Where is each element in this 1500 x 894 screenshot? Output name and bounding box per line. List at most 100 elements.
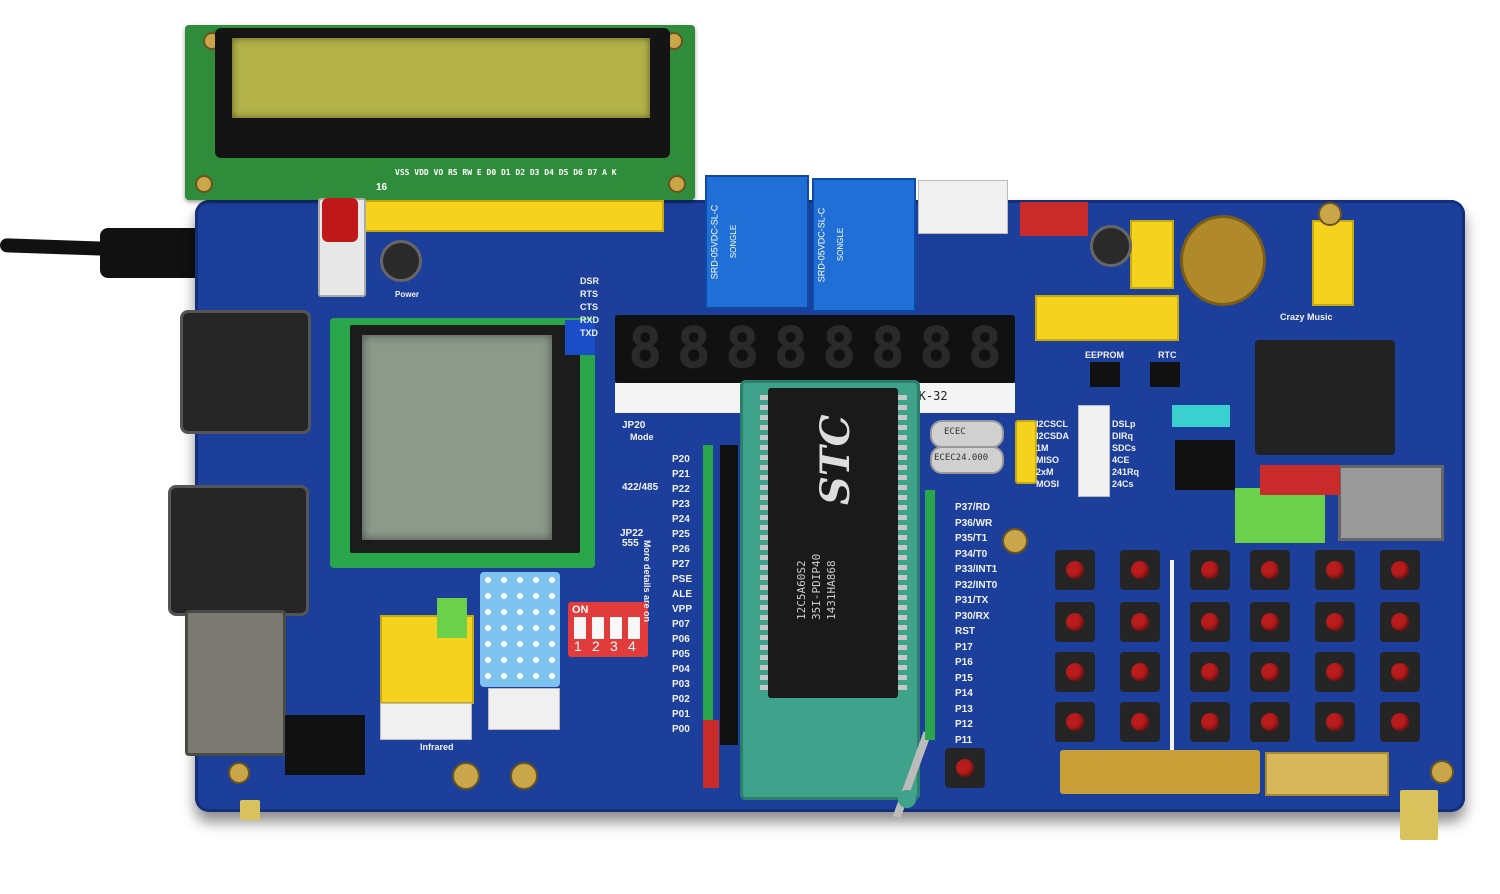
- white-header-block: [380, 703, 472, 740]
- music-label: Crazy Music: [1280, 312, 1333, 322]
- mounting-hole: [1002, 528, 1028, 554]
- matrix-button[interactable]: [1190, 702, 1230, 742]
- dip-toggle[interactable]: [610, 617, 622, 639]
- relay-2-brand: SONGLE: [836, 227, 846, 262]
- spi-label: 24Cs: [1112, 479, 1134, 489]
- matrix-button[interactable]: [1250, 550, 1290, 590]
- power-switch-cap[interactable]: [322, 198, 358, 242]
- qfp-chip: [1175, 440, 1235, 490]
- dip-toggle[interactable]: [592, 617, 604, 639]
- serial-port-db9-top: [180, 310, 311, 434]
- crystal-label: ECEC24.000: [934, 453, 989, 463]
- red-pin-header: [1020, 202, 1088, 236]
- port-label: P14: [955, 688, 973, 699]
- segment-digit: 8: [967, 316, 1002, 381]
- mounting-hole: [1318, 202, 1342, 226]
- port-label: P26: [672, 544, 690, 555]
- spi-labels: DSLp DIRq SDCs 4CE 241Rq 24Cs: [1112, 418, 1139, 490]
- matrix-button[interactable]: [1120, 652, 1160, 692]
- serial-label: RTS: [580, 289, 598, 299]
- reset-button[interactable]: [945, 748, 985, 788]
- rs485-label: 422/485: [622, 482, 659, 493]
- matrix-button[interactable]: [1055, 602, 1095, 642]
- port-labels-right: P37/RD P36/WR P35/T1 P34/T0 P33/INT1 P32…: [955, 500, 997, 764]
- capacitor: [1090, 225, 1132, 267]
- matrix-button[interactable]: [1250, 702, 1290, 742]
- port-label: ALE: [672, 589, 692, 600]
- matrix-button[interactable]: [1120, 602, 1160, 642]
- port-label: P11: [955, 734, 973, 746]
- red-header: [1260, 465, 1340, 495]
- port-label: P15: [955, 672, 973, 684]
- jumper-label: JP20: [622, 420, 646, 431]
- dip-switch[interactable]: ON 1 2 3 4: [568, 602, 648, 657]
- segment-digit: 8: [773, 316, 808, 381]
- port-label: P24: [672, 514, 690, 525]
- dht-temperature-sensor: [480, 572, 560, 687]
- mcu-package: 35I-PDIP40: [810, 553, 823, 620]
- port-label: PSE: [672, 574, 693, 585]
- green-jumper[interactable]: [437, 598, 467, 638]
- port-label: P36/WR: [955, 517, 993, 529]
- dip-number: 4: [628, 638, 636, 654]
- matrix-button[interactable]: [1315, 602, 1355, 642]
- mcu-brand: STC: [812, 414, 859, 506]
- serial-port-db9-bottom: [168, 485, 309, 616]
- yellow-header: [1312, 220, 1354, 306]
- dip-toggle[interactable]: [628, 617, 640, 639]
- matrix-button[interactable]: [1055, 652, 1095, 692]
- segment-digit: 8: [919, 316, 954, 381]
- matrix-button[interactable]: [1190, 652, 1230, 692]
- segment-digit: 8: [870, 316, 905, 381]
- matrix-button[interactable]: [1315, 652, 1355, 692]
- segment-digit: 8: [676, 316, 711, 381]
- matrix-button[interactable]: [1190, 602, 1230, 642]
- port-label: P27: [672, 559, 690, 570]
- port-label: P05: [672, 649, 690, 660]
- mounting-hole: [1430, 760, 1454, 784]
- matrix-button[interactable]: [1380, 702, 1420, 742]
- stc-microcontroller: [768, 388, 898, 698]
- port-label: P34/T0: [955, 548, 988, 560]
- spi-label: 241Rq: [1112, 467, 1140, 477]
- matrix-button[interactable]: [1315, 550, 1355, 590]
- matrix-button[interactable]: [1190, 550, 1230, 590]
- white-connector: [918, 180, 1008, 234]
- port-label: P06: [672, 634, 690, 645]
- board-standoff: [240, 800, 260, 820]
- white-header: [488, 688, 560, 730]
- infrared-receiver: [285, 715, 365, 775]
- matrix-button[interactable]: [1055, 702, 1095, 742]
- yellow-header: [1130, 220, 1174, 289]
- lcd1602-pin-labels: VSS VDD VO RS RW E D0 D1 D2 D3 D4 D5 D6 …: [395, 168, 617, 177]
- port-header-left: [703, 445, 713, 745]
- dip-on-label: ON: [572, 604, 589, 616]
- mounting-hole: [452, 762, 480, 790]
- matrix-button[interactable]: [1250, 652, 1290, 692]
- usb-a-socket: [1338, 465, 1444, 541]
- zif-lever-knob[interactable]: [898, 790, 916, 808]
- port-label: P33/INT1: [955, 564, 998, 575]
- sd-card-module: [1255, 340, 1395, 455]
- serial-labels: DSR RTS CTS RXD TXD: [580, 275, 599, 340]
- matrix-button[interactable]: [1380, 652, 1420, 692]
- crystal-label: ECEC: [944, 427, 966, 437]
- jumper-header[interactable]: [1015, 420, 1037, 484]
- port-labels-left: P20 P21 P22 P23 P24 P25 P26 P27 PSE ALE …: [672, 452, 702, 737]
- matrix-button[interactable]: [1120, 550, 1160, 590]
- matrix-button[interactable]: [1120, 702, 1160, 742]
- matrix-button[interactable]: [1380, 550, 1420, 590]
- i2c-label: I2CSCL: [1036, 419, 1069, 429]
- dip-toggle[interactable]: [574, 617, 586, 639]
- port-label: VPP: [672, 604, 693, 615]
- matrix-button[interactable]: [1055, 550, 1095, 590]
- port-label: P37/RD: [955, 502, 991, 513]
- matrix-button[interactable]: [1250, 602, 1290, 642]
- matrix-button[interactable]: [1380, 602, 1420, 642]
- matrix-button[interactable]: [1315, 702, 1355, 742]
- timer-label: 555: [622, 538, 639, 549]
- port-label: P04: [672, 664, 690, 675]
- relay-2: SRD-05VDC-SL-C SONGLE: [812, 178, 916, 312]
- usb-b-connector: [185, 610, 286, 756]
- relay-1-brand: SONGLE: [729, 224, 739, 259]
